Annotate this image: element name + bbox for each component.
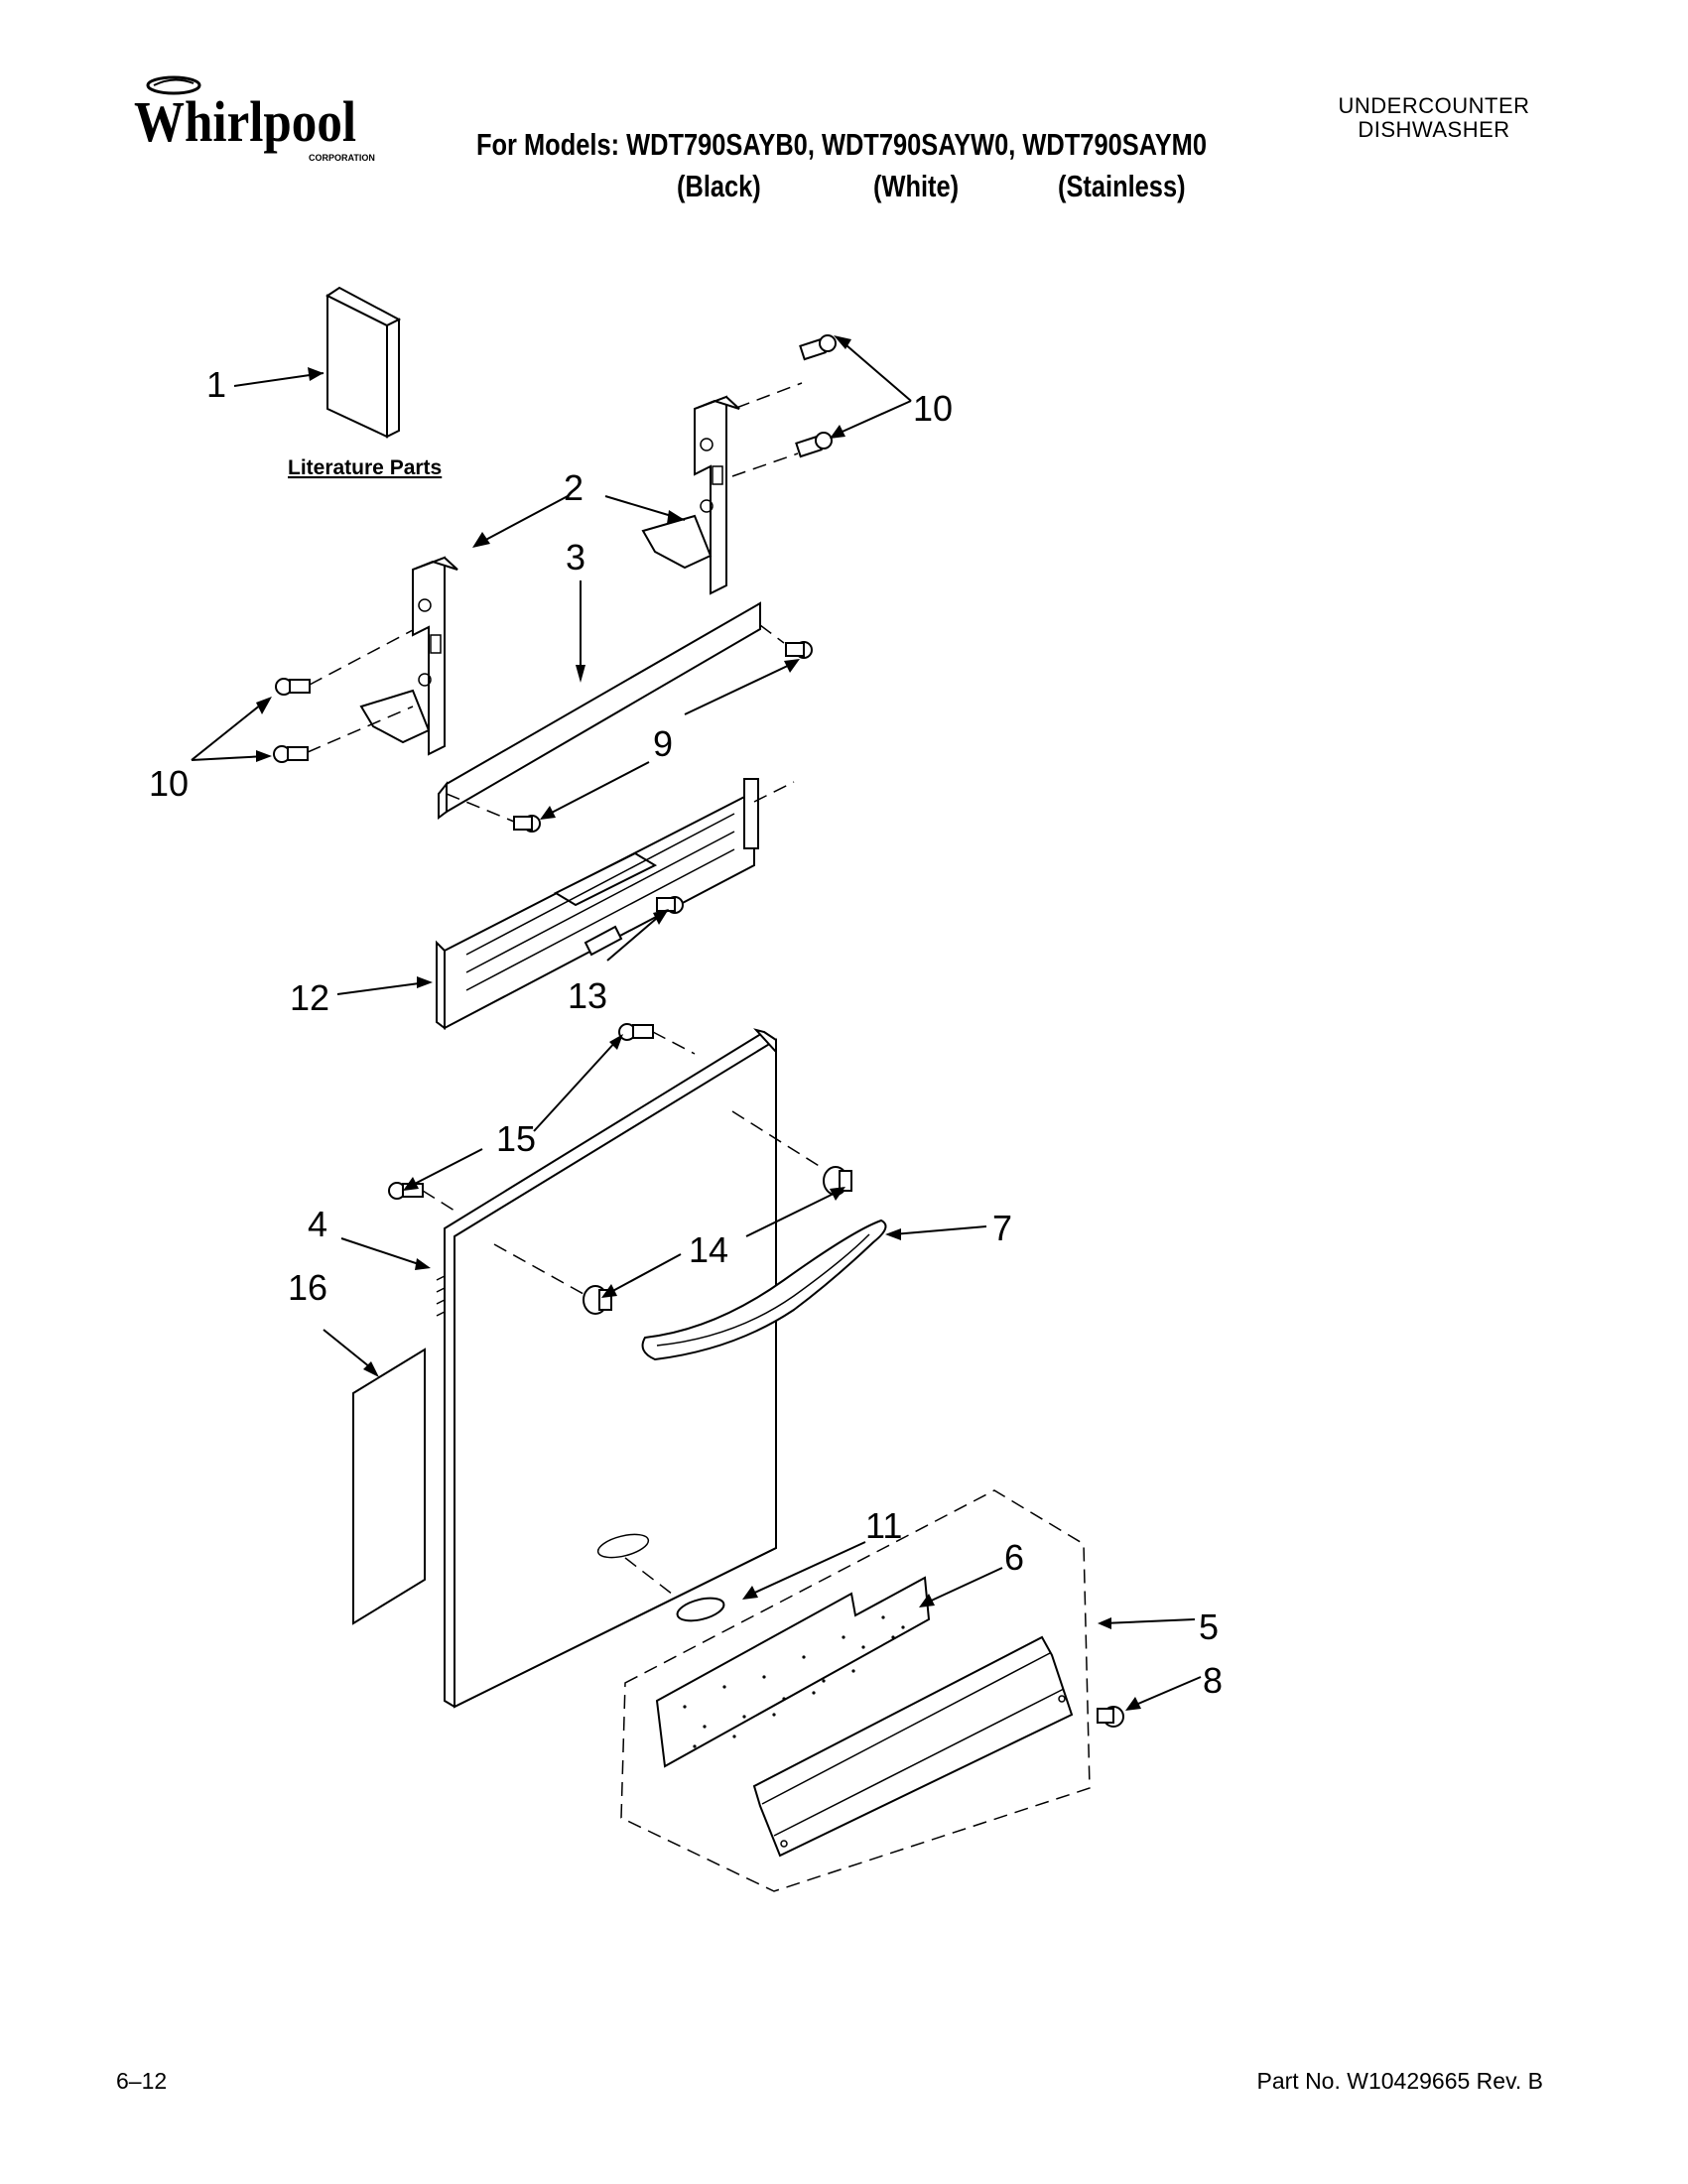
screw-kick-plate [1097,1706,1124,1728]
callout-labels: 1 2 3 4 5 6 7 8 9 10 10 11 12 13 14 15 1… [149,364,1223,1701]
screw-strip-right [785,641,813,659]
screw-strip-left [513,815,541,833]
logo-wordmark: Whirlpool [134,89,356,154]
literature-parts-label: Literature Parts [288,456,442,479]
callout-3: 3 [566,537,585,578]
callout-14: 14 [689,1229,728,1270]
variant-black: (Black) [677,169,761,203]
door-panel [436,1028,777,1709]
whirlpool-logo: Whirlpool CORPORATION [134,75,375,163]
door-plug [676,1597,725,1622]
screw-left-1 [275,678,311,696]
callout-13: 13 [568,975,607,1016]
callout-1: 1 [206,364,226,405]
screw-left-2 [273,745,309,763]
screw-top-right-2 [795,432,833,458]
kick-plate-assembly [620,1489,1091,1892]
screw-console [656,896,684,914]
callout-8: 8 [1203,1660,1223,1701]
variant-stainless: (Stainless) [1058,169,1186,203]
control-console [436,778,759,1030]
callout-2: 2 [564,467,584,508]
handle-spacers [583,1166,852,1315]
category-line-2: DISHWASHER [1358,117,1510,142]
category-line-1: UNDERCOUNTER [1338,93,1530,118]
logo-subtext: CORPORATION [309,153,375,163]
callout-4: 4 [308,1204,327,1244]
screws [273,334,1124,1728]
screw-door-top [618,1023,654,1041]
product-category: UNDERCOUNTER DISHWASHER [1320,94,1548,142]
leader-lines [191,335,1202,1711]
kick-plate [752,1635,1074,1858]
screw-door-left [388,1182,424,1200]
callout-15: 15 [496,1118,536,1159]
screw-top-right-1 [799,334,837,361]
door-handle [641,1219,887,1361]
literature-booklet [325,286,402,439]
alignment-lines [307,382,825,1599]
hinge-bracket-left [359,556,458,756]
callout-7: 7 [992,1208,1012,1248]
callout-11: 11 [865,1505,902,1546]
part-number: Part No. W10429665 Rev. B [1256,2068,1544,2094]
callout-6: 6 [1004,1537,1024,1578]
callout-12: 12 [290,977,329,1018]
foam-insulation [655,1576,931,1768]
callout-9: 9 [653,723,673,764]
callout-16: 16 [288,1267,327,1308]
page-number: 6–12 [116,2068,168,2094]
door-vent-slots [436,1275,446,1317]
variant-white: (White) [873,169,960,203]
mounting-strip [438,601,761,820]
callout-10-top: 10 [913,388,953,429]
models-line: For Models: WDT790SAYB0, WDT790SAYW0, WD… [476,127,1207,162]
callout-10-left: 10 [149,763,189,804]
hinge-bracket-right [641,395,740,595]
door-label-sheet [352,1348,426,1625]
callout-5: 5 [1199,1606,1219,1647]
